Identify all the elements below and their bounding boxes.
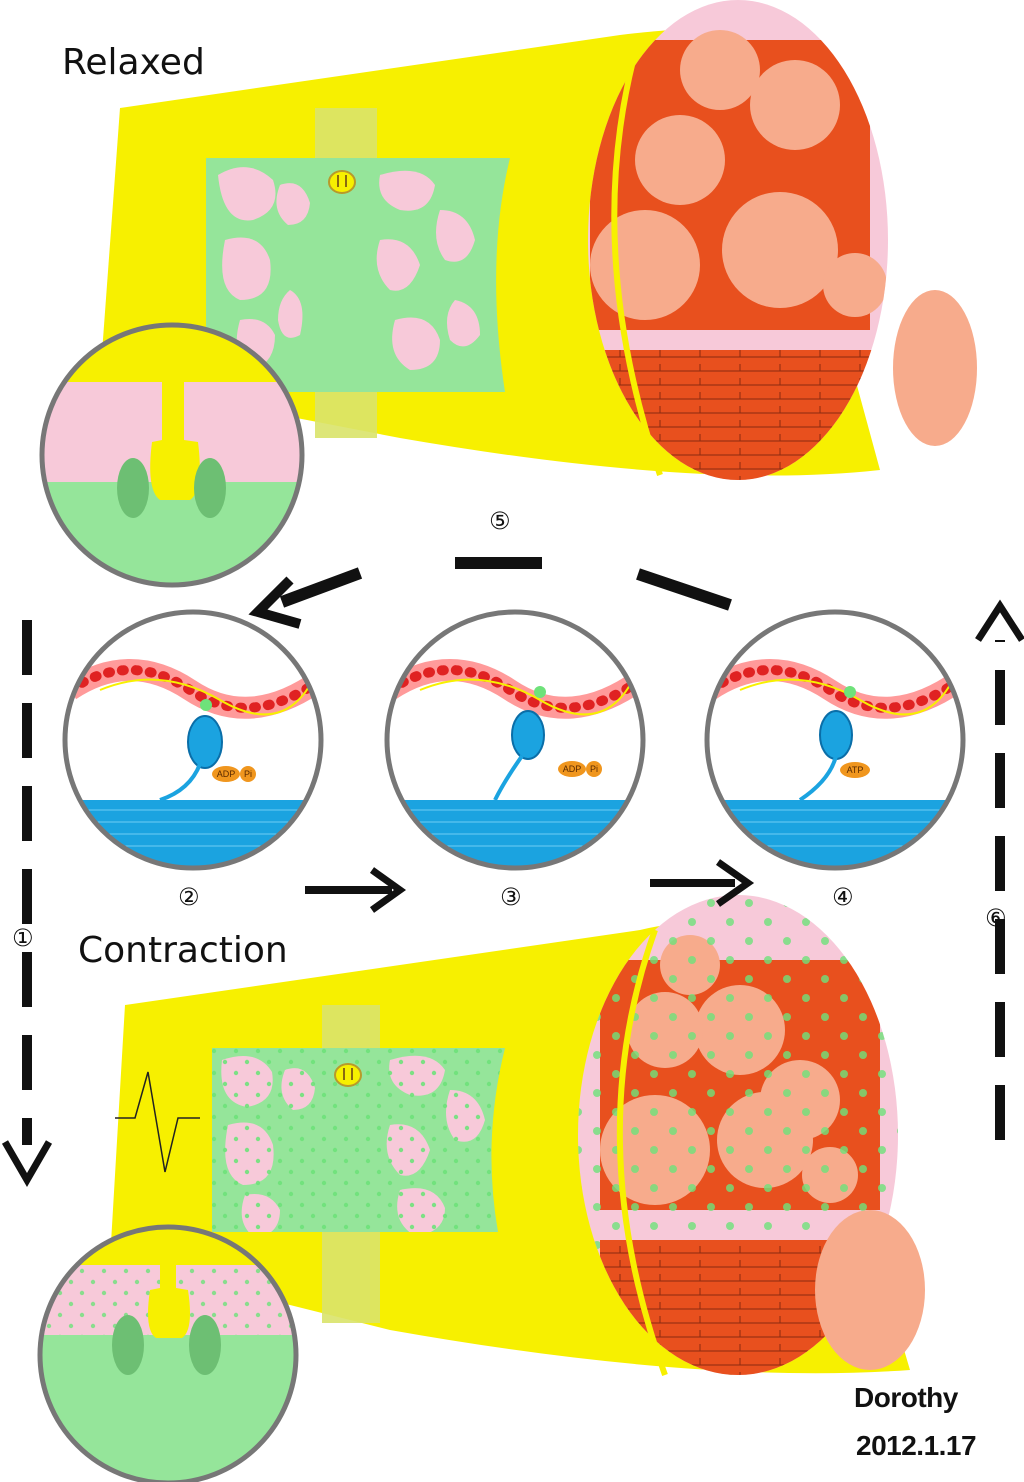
step-2-label: ② xyxy=(178,883,200,911)
arrow-left-icon xyxy=(248,576,302,629)
arrow-down-icon xyxy=(1,1140,53,1187)
contraction-label: Contraction xyxy=(78,930,288,971)
protruding-myofibril-end xyxy=(815,1210,925,1370)
pi-label: Pi xyxy=(244,769,252,779)
adp-label: ADP xyxy=(217,769,236,779)
author-label: Dorothy xyxy=(854,1382,958,1413)
myosin-head xyxy=(819,710,853,760)
arrow-up-icon xyxy=(975,599,1024,642)
step-5-dashed-arrow xyxy=(248,557,732,629)
step-1-label: ① xyxy=(12,924,34,952)
myofibril-end xyxy=(823,253,887,317)
calcium-channel xyxy=(194,458,226,518)
myofibril-end xyxy=(750,60,840,150)
relaxed-muscle-fiber xyxy=(100,0,977,480)
calcium-channel xyxy=(189,1315,221,1375)
adp-label: ADP xyxy=(563,764,582,774)
calcium-channel xyxy=(112,1315,144,1375)
myofibril-end xyxy=(722,192,838,308)
step-4-label: ④ xyxy=(832,883,854,911)
receptor xyxy=(334,1063,362,1087)
arrow-2-to-3 xyxy=(305,867,407,913)
contracting-muscle-fiber xyxy=(110,895,925,1377)
myofibril-end xyxy=(680,30,760,110)
myosin-head xyxy=(187,715,223,769)
step-3-label: ③ xyxy=(500,883,522,911)
receptor xyxy=(328,170,356,194)
sarcoplasmic-reticulum-window xyxy=(206,158,510,392)
step-6-dashed-arrow xyxy=(975,599,1024,1140)
date-label: 2012.1.17 xyxy=(856,1430,977,1461)
contracted-junction-zoom xyxy=(37,1224,299,1482)
arrow-right-icon xyxy=(369,867,407,913)
crossbridge-step-4: ATP xyxy=(704,609,966,871)
arrow-right-icon xyxy=(715,859,755,907)
atp-label: ATP xyxy=(847,765,864,775)
myosin-head xyxy=(511,710,545,760)
relaxed-label: Relaxed xyxy=(62,42,205,83)
step-5-label: ⑤ xyxy=(489,507,511,535)
myofibril-end xyxy=(635,115,725,205)
pi-label: Pi xyxy=(590,764,598,774)
step-1-dashed-arrow xyxy=(1,620,53,1187)
crossbridge-step-2: ADP Pi xyxy=(62,609,324,871)
myofibril-end xyxy=(590,210,700,320)
action-potential-icon xyxy=(115,1071,200,1173)
crossbridge-step-3: ADP Pi xyxy=(384,609,646,871)
calcium-channel xyxy=(117,458,149,518)
arrow-3-to-4 xyxy=(650,859,755,907)
relaxed-junction-zoom xyxy=(39,322,305,588)
step-6-label: ⑥ xyxy=(985,904,1007,932)
protruding-myofibril-end xyxy=(893,290,977,446)
